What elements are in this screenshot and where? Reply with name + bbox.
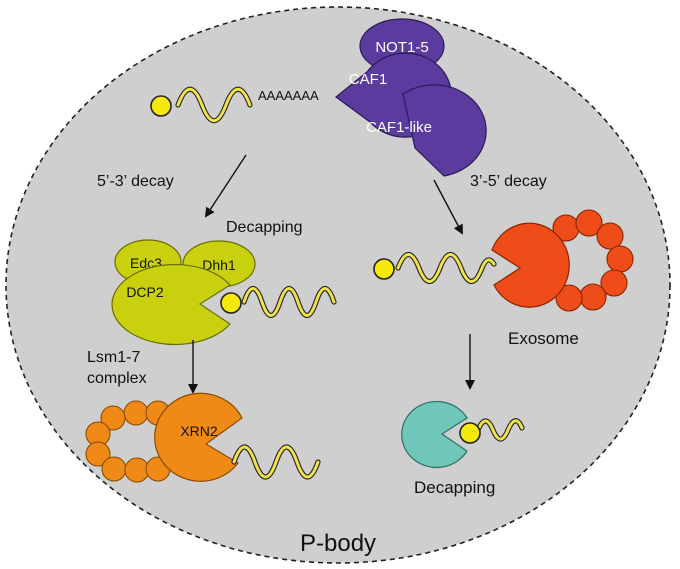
- cap-circle-final: [459, 422, 481, 444]
- xrn2-group: XRN2: [85, 392, 243, 483]
- xrn2-pacman: [154, 392, 243, 482]
- caf1-like-complex: CAF1-like: [366, 84, 487, 177]
- exosome-pacman: [491, 222, 570, 308]
- arrow-3-5-decay: [433, 179, 463, 235]
- exosome-bead: [606, 245, 634, 273]
- cap-circle-top: [150, 95, 172, 117]
- lsm-label-line1: Lsm1-7: [87, 349, 140, 366]
- xrn2-bead: [123, 400, 149, 426]
- xrn2-bead: [101, 456, 127, 482]
- lsm-label-line2: complex: [87, 370, 147, 387]
- xrn2-beads: [85, 400, 171, 483]
- exosome-group: [491, 209, 634, 312]
- mrna-top: AAAAAAA: [150, 86, 319, 124]
- caf1-like-pacman: [402, 84, 487, 177]
- mrna-decapping: [220, 285, 337, 319]
- exosome-bead: [579, 283, 607, 311]
- xrn2-bead: [100, 405, 126, 431]
- final-decapping-label: Decapping: [414, 478, 495, 497]
- exosome-bead: [596, 222, 624, 250]
- polya-tail: AAAAAAA: [258, 88, 319, 103]
- not1-5-label: NOT1-5: [375, 39, 428, 56]
- dhh1-label: Dhh1: [202, 257, 236, 273]
- dcp2-group: DCP2: [111, 263, 231, 346]
- exosome-label: Exosome: [508, 329, 579, 348]
- exosome-bead: [555, 284, 583, 312]
- cap-circle-exosome: [373, 258, 395, 280]
- cap-circle-decapping: [220, 292, 242, 314]
- decapping-complex-title: Decapping: [226, 219, 303, 236]
- caf1-label: CAF1: [349, 71, 387, 88]
- dcp2-label: DCP2: [126, 284, 164, 300]
- dcp2-pacman: [111, 263, 231, 346]
- final-decapping-pacman: [401, 400, 468, 469]
- exosome-bead: [600, 269, 628, 297]
- arrow-5-3-decay: [204, 154, 247, 218]
- final-decapping-group: [401, 400, 525, 469]
- xrn2-label: XRN2: [180, 423, 218, 439]
- pathway-label-3-5: 3’-5’ decay: [470, 173, 547, 190]
- exosome-bead: [575, 209, 603, 237]
- caf1-like-label: CAF1-like: [366, 119, 432, 136]
- mrna-exosome: [373, 252, 497, 284]
- xrn2-bead: [85, 441, 111, 467]
- p-body-label: P-body: [300, 530, 376, 557]
- pathway-label-5-3: 5’-3’ decay: [97, 173, 174, 190]
- mrna-xrn2: [231, 444, 321, 480]
- xrn2-bead: [124, 457, 150, 483]
